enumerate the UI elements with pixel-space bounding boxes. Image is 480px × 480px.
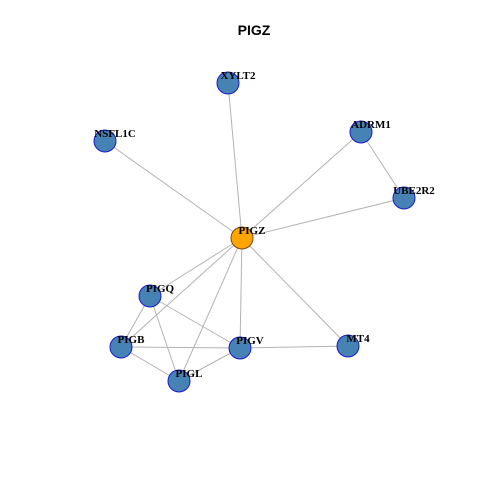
node-label-nsfl1c: NSFL1C — [94, 128, 136, 140]
edge-pigz-mt4 — [241, 237, 349, 347]
node-adrm1[interactable] — [349, 120, 373, 144]
node-xylt2[interactable] — [216, 71, 240, 95]
node-label-pigz: PIGZ — [239, 225, 266, 237]
node-label-ube2r2: UBE2R2 — [393, 185, 435, 197]
edge-pigq-pigv — [149, 295, 241, 349]
node-pigl[interactable] — [167, 369, 191, 393]
edge-pigz-xylt2 — [227, 82, 243, 239]
edge-pigz-adrm1 — [241, 131, 362, 239]
node-pigz[interactable] — [230, 226, 254, 250]
edge-pigz-pigb — [120, 237, 243, 348]
node-label-mt4: MT4 — [346, 333, 370, 345]
node-pigv[interactable] — [228, 336, 252, 360]
edge-pigv-mt4 — [239, 345, 349, 349]
node-label-pigv: PIGV — [236, 335, 264, 347]
node-pigb[interactable] — [109, 335, 133, 359]
node-label-pigl: PIGL — [176, 368, 203, 380]
edge-pigz-nsfl1c — [104, 140, 243, 239]
edge-pigz-pigl — [178, 237, 243, 382]
node-pigq[interactable] — [138, 284, 162, 308]
node-label-xylt2: XYLT2 — [220, 70, 256, 82]
edge-pigz-pigq — [149, 237, 243, 297]
graph-title: PIGZ — [238, 22, 271, 38]
edge-pigz-pigv — [239, 237, 243, 349]
edge-pigb-pigv — [120, 346, 241, 349]
node-layer — [93, 71, 416, 393]
edge-adrm1-ube2r2 — [360, 131, 405, 199]
edge-pigq-pigl — [149, 295, 180, 382]
node-nsfl1c[interactable] — [93, 129, 117, 153]
node-label-adrm1: ADRM1 — [351, 119, 391, 131]
edge-pigz-ube2r2 — [241, 197, 405, 239]
node-label-pigq: PIGQ — [146, 283, 175, 295]
node-label-pigb: PIGB — [118, 334, 146, 346]
node-ube2r2[interactable] — [392, 186, 416, 210]
node-mt4[interactable] — [336, 334, 360, 358]
edge-pigv-pigl — [178, 347, 241, 382]
